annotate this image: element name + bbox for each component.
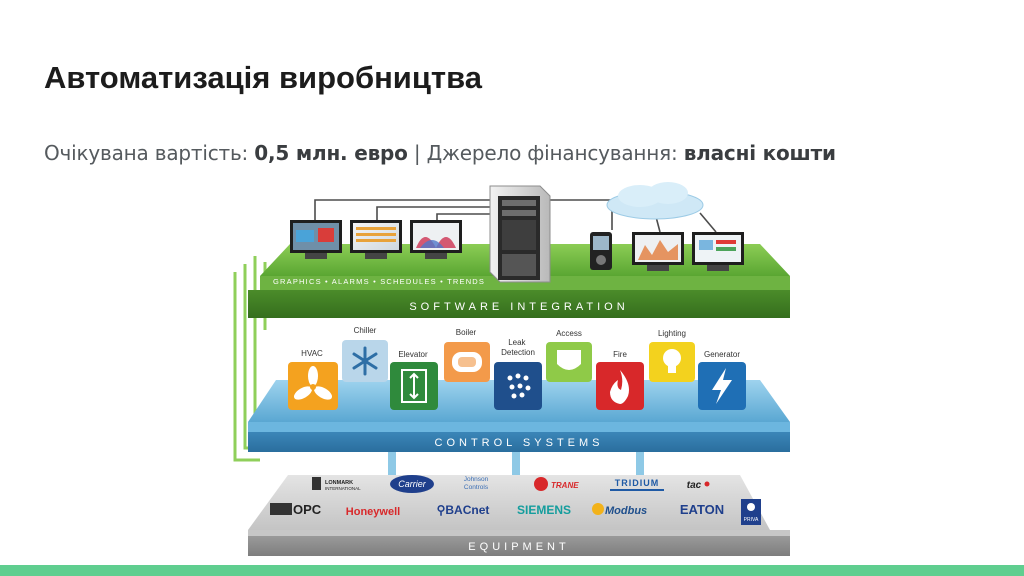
svg-text:Controls: Controls bbox=[464, 484, 489, 491]
funding-value: власні кошти bbox=[683, 141, 836, 165]
bacnet-logo: ⚲BACnet bbox=[437, 503, 490, 517]
svg-text:LONMARK: LONMARK bbox=[325, 480, 353, 486]
svg-text:Modbus: Modbus bbox=[605, 505, 647, 517]
software-layer-label: SOFTWARE INTEGRATION bbox=[409, 301, 628, 313]
access-label: Access bbox=[556, 329, 582, 338]
lighting-label: Lighting bbox=[658, 329, 686, 338]
carrier-logo: Carrier bbox=[390, 475, 434, 493]
generator-label: Generator bbox=[704, 350, 740, 359]
brand-logos-row1: LONMARK INTERNATIONAL Carrier Johnson Co… bbox=[312, 475, 710, 493]
fire-label: Fire bbox=[613, 350, 627, 359]
chiller-tile: Chiller bbox=[342, 326, 388, 382]
leak-label-line1: Leak bbox=[508, 338, 526, 347]
slide-subtitle: Очікувана вартість: 0,5 млн. евро | Джер… bbox=[44, 141, 836, 165]
hvac-label: HVAC bbox=[301, 349, 323, 358]
generator-tile: Generator bbox=[698, 350, 746, 410]
svg-text:Johnson: Johnson bbox=[464, 476, 489, 483]
flame-icon bbox=[610, 370, 629, 404]
equipment-layer-label: EQUIPMENT bbox=[468, 541, 569, 553]
monitor-icon bbox=[692, 232, 744, 271]
boiler-tile: Boiler bbox=[444, 328, 490, 382]
cloud-icon bbox=[606, 182, 704, 220]
monitor-icon bbox=[410, 220, 462, 259]
eaton-logo: EATON bbox=[680, 502, 724, 517]
svg-text:TRANE: TRANE bbox=[551, 481, 579, 490]
lightning-icon bbox=[712, 368, 732, 404]
hvac-tile: HVAC bbox=[288, 349, 338, 410]
svg-text:OPC: OPC bbox=[293, 502, 322, 517]
opc-logo: OPC bbox=[270, 502, 322, 517]
leak-label-line2: Detection bbox=[501, 348, 535, 357]
separator: | bbox=[407, 141, 427, 165]
cost-label: Очікувана вартість: bbox=[44, 141, 255, 165]
priva-logo: PRIVA bbox=[741, 499, 761, 525]
snowflake-icon bbox=[352, 346, 378, 376]
modbus-logo: Modbus bbox=[592, 503, 647, 517]
equipment-layer: EQUIPMENT bbox=[248, 475, 790, 556]
fire-tile: Fire bbox=[596, 350, 644, 410]
lightbulb-icon bbox=[663, 349, 681, 373]
monitor-icon bbox=[350, 220, 402, 259]
monitor-icon bbox=[290, 220, 342, 259]
svg-text:PRIVA: PRIVA bbox=[744, 517, 759, 523]
tac-logo: tac bbox=[687, 480, 710, 491]
svg-text:tac: tac bbox=[687, 480, 702, 491]
trane-logo: TRANE bbox=[534, 477, 579, 491]
leak-detection-tile: Leak Detection bbox=[494, 338, 542, 410]
water-drops-icon bbox=[507, 373, 531, 399]
access-tile: Access bbox=[546, 329, 592, 382]
siemens-logo: SIEMENS bbox=[517, 503, 571, 517]
elevator-icon bbox=[401, 369, 427, 403]
elevator-label: Elevator bbox=[398, 350, 428, 359]
honeywell-logo: Honeywell bbox=[346, 506, 400, 518]
control-layer-label: CONTROL SYSTEMS bbox=[435, 437, 604, 449]
svg-text:INTERNATIONAL: INTERNATIONAL bbox=[325, 486, 361, 491]
server-tower-icon bbox=[489, 185, 551, 283]
layer-connectors bbox=[388, 452, 644, 478]
thermostat-device-icon bbox=[590, 232, 612, 270]
tridium-logo: TRIDIUM bbox=[610, 478, 664, 491]
cost-value: 0,5 млн. евро bbox=[254, 141, 408, 165]
software-layer-tagline: GRAPHICS • ALARMS • SCHEDULES • TRENDS bbox=[273, 277, 485, 286]
slide-title: Автоматизація виробництва bbox=[44, 60, 482, 95]
johnson-controls-logo: Johnson Controls bbox=[464, 476, 489, 491]
svg-text:TRIDIUM: TRIDIUM bbox=[615, 478, 660, 488]
chiller-label: Chiller bbox=[354, 326, 377, 335]
lighting-tile: Lighting bbox=[649, 329, 695, 382]
brand-logos-row2: OPC Honeywell ⚲BACnet SIEMENS Modbus EAT… bbox=[270, 499, 761, 525]
monitor-icon bbox=[632, 232, 684, 271]
footer-bar bbox=[0, 565, 1024, 576]
funding-label: Джерело фінансування: bbox=[426, 141, 684, 165]
fan-icon bbox=[293, 366, 333, 400]
lonmark-logo: LONMARK INTERNATIONAL bbox=[312, 477, 361, 491]
elevator-tile: Elevator bbox=[390, 350, 438, 410]
svg-text:Carrier: Carrier bbox=[398, 479, 427, 489]
shield-icon bbox=[557, 350, 581, 370]
boiler-tank-icon bbox=[452, 352, 482, 372]
boiler-label: Boiler bbox=[456, 328, 477, 337]
leak-label: Leak Detection bbox=[501, 338, 535, 357]
